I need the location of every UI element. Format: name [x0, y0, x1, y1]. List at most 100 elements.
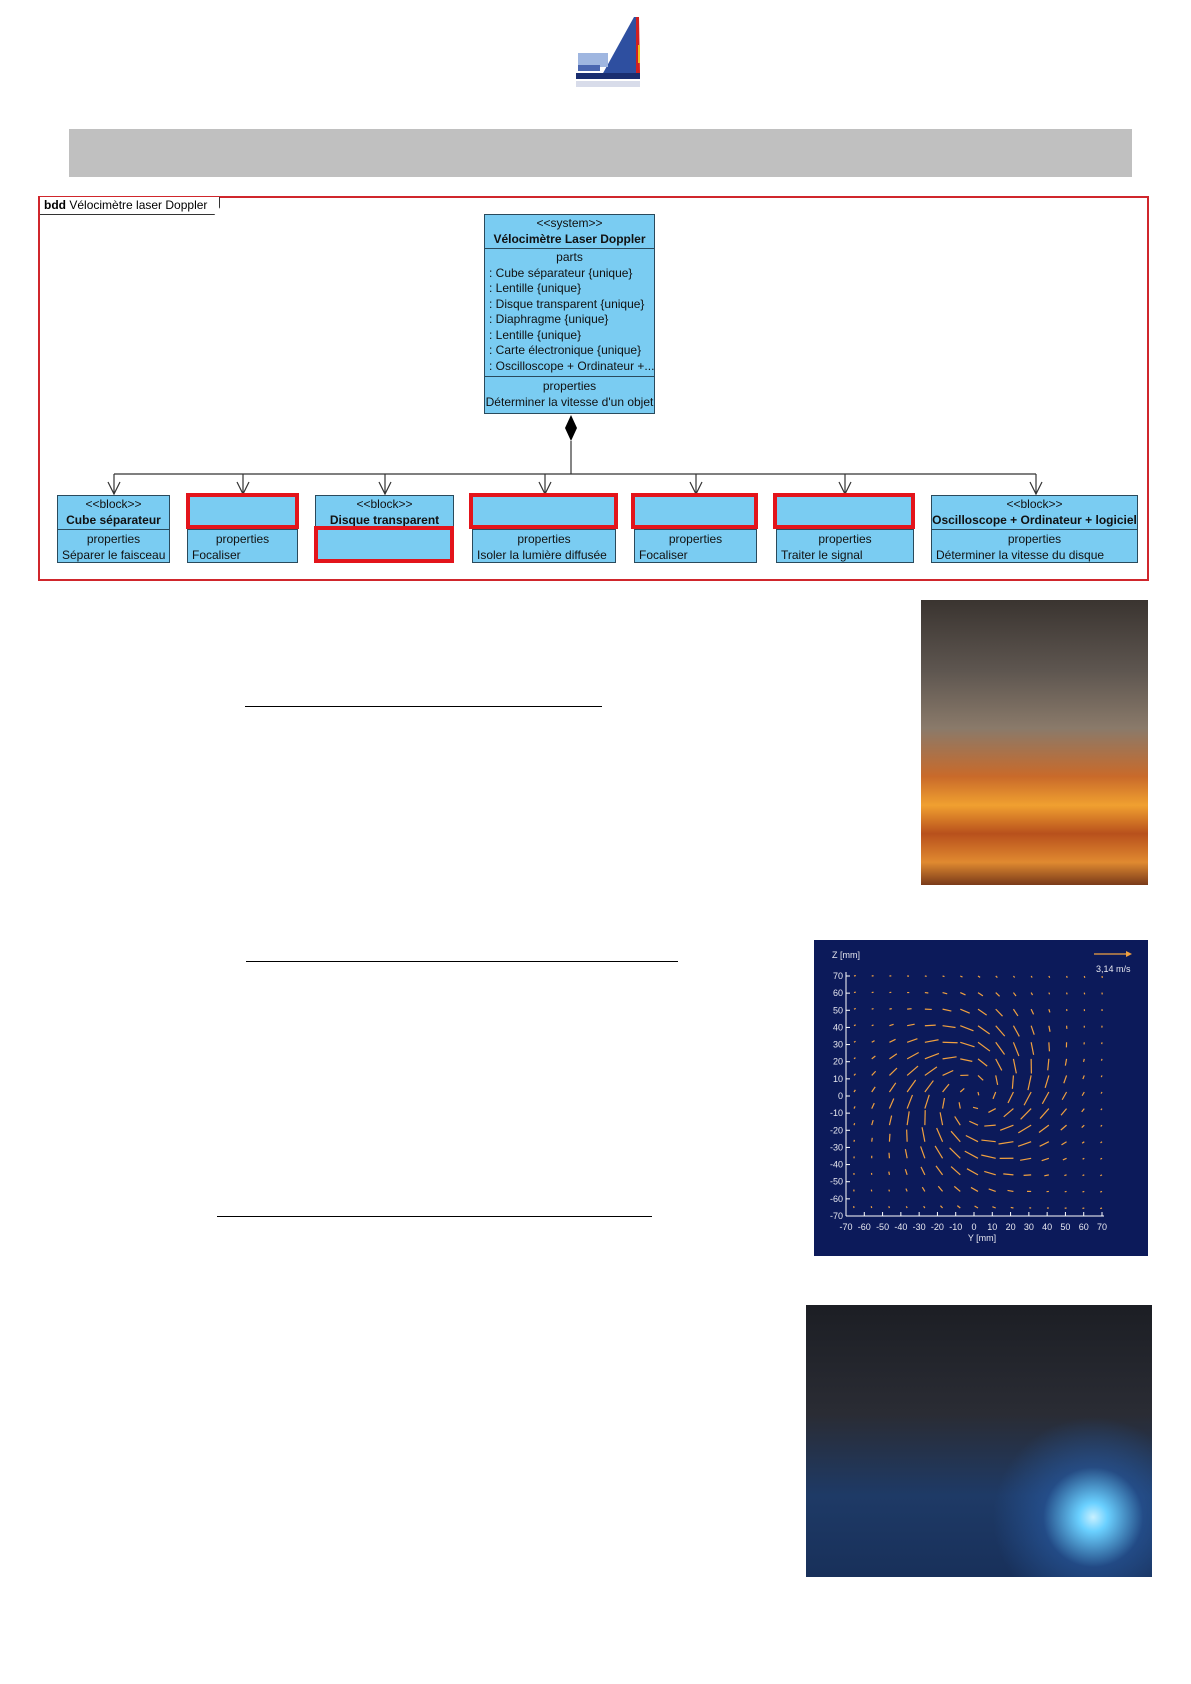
velocity-vector — [1066, 975, 1068, 978]
velocity-vector — [906, 1094, 914, 1109]
answer-line — [246, 961, 678, 962]
part-item: : Lentille {unique} — [489, 281, 582, 295]
block-property: Isoler la lumière diffusée — [477, 547, 607, 562]
velocity-vector — [1047, 1058, 1050, 1071]
z-tick-label: -10 — [830, 1108, 843, 1118]
block-stereotype: <<block>> — [85, 497, 142, 511]
z-tick-label: -60 — [830, 1194, 843, 1204]
velocity-vector — [1020, 1157, 1032, 1161]
z-tick-label: 50 — [833, 1005, 843, 1015]
velocity-vector — [988, 1108, 996, 1113]
y-tick-label: -50 — [876, 1222, 889, 1232]
z-tick-label: -30 — [830, 1142, 843, 1152]
z-tick-label: -70 — [830, 1211, 843, 1221]
velocity-vector — [904, 1168, 908, 1176]
velocity-vector — [920, 1146, 926, 1159]
school-logo — [572, 15, 658, 91]
velocity-vector — [853, 1106, 856, 1109]
block-name: Disque transparent — [329, 512, 440, 527]
velocity-vector — [1082, 1157, 1085, 1160]
velocity-vector — [1060, 1124, 1067, 1131]
velocity-vector — [924, 1039, 939, 1043]
y-tick-label: 60 — [1079, 1222, 1089, 1232]
velocity-vector — [906, 1111, 910, 1126]
velocity-vector — [1012, 1058, 1017, 1074]
velocity-vector — [889, 1008, 892, 1010]
velocity-vector — [1039, 1108, 1050, 1119]
velocity-vector — [1048, 992, 1051, 995]
properties-label: properties — [818, 532, 872, 546]
velocity-vector — [920, 1166, 926, 1176]
velocity-vector — [871, 1119, 874, 1126]
velocity-vector — [942, 1008, 952, 1012]
velocity-vector — [924, 1052, 940, 1060]
velocity-vector — [889, 1038, 896, 1043]
parts-label: parts — [556, 250, 583, 264]
velocity-vector — [1030, 975, 1033, 978]
velocity-vector — [984, 1124, 996, 1127]
velocity-vector — [964, 1150, 979, 1159]
velocity-vector — [1003, 1173, 1014, 1176]
y-tick-label: 30 — [1024, 1222, 1034, 1232]
velocity-vector — [1100, 1190, 1103, 1193]
answer-line — [217, 1216, 652, 1217]
block-stereotype: <<block>> — [356, 497, 413, 511]
velocity-vector — [1082, 1190, 1085, 1193]
bdd-diagram-frame — [38, 196, 1149, 581]
velocity-vector — [1041, 1091, 1050, 1105]
properties-label: properties — [215, 532, 270, 546]
velocity-vector — [1100, 1091, 1103, 1094]
system-block: <<system>> Vélocimètre Laser Doppler par… — [484, 214, 655, 414]
velocity-vector — [1064, 1058, 1068, 1066]
y-tick-label: -10 — [949, 1222, 962, 1232]
velocity-vector — [942, 991, 948, 995]
velocity-vector — [888, 1082, 897, 1093]
block-property: Focaliser — [192, 547, 241, 562]
velocity-vector — [1012, 975, 1016, 978]
velocity-vector — [904, 1149, 908, 1159]
velocity-vector — [1012, 1008, 1019, 1017]
part-item: : Cube séparateur {unique} — [489, 265, 633, 280]
z-tick-label: 10 — [833, 1074, 843, 1084]
system-name: Vélocimètre Laser Doppler — [493, 231, 646, 246]
velocity-vector — [853, 1024, 856, 1027]
y-tick-label: -70 — [839, 1222, 852, 1232]
velocity-vector — [1012, 1042, 1020, 1057]
y-tick-label: 20 — [1006, 1222, 1016, 1232]
blank-highlight — [773, 493, 915, 529]
velocity-vector — [924, 1024, 936, 1027]
velocity-vector — [1081, 1141, 1085, 1144]
velocity-vector — [1044, 1075, 1050, 1089]
part-item: : Oscilloscope + Ordinateur +... — [489, 358, 654, 373]
velocity-vector — [853, 1089, 856, 1093]
velocity-vector — [950, 1166, 961, 1176]
block-stereotype: <<block>> — [1006, 497, 1063, 511]
velocity-vector — [960, 1025, 974, 1032]
velocity-vector — [999, 1124, 1014, 1131]
velocity-vector — [977, 992, 984, 997]
blank-highlight — [314, 526, 454, 563]
velocity-vector — [1017, 1141, 1032, 1147]
velocity-vector — [1063, 1075, 1068, 1084]
velocity-vector — [871, 1007, 874, 1010]
y-tick-label: -60 — [858, 1222, 871, 1232]
velocity-vector — [905, 1206, 908, 1209]
composition-connectors — [107, 415, 1043, 496]
velocity-vector — [995, 975, 998, 978]
velocity-vector — [1030, 1025, 1035, 1035]
velocity-vector — [1082, 1075, 1085, 1080]
velocity-vector — [960, 1041, 975, 1048]
velocity-vector — [889, 1023, 894, 1027]
velocity-vector — [995, 1041, 1006, 1055]
velocity-vector — [871, 1086, 876, 1093]
velocity-vector — [853, 1007, 856, 1010]
velocity-vector — [870, 1206, 873, 1209]
part-item: : Lentille {unique} — [489, 327, 582, 342]
velocity-vector — [906, 1038, 918, 1043]
velocity-vector — [1044, 1174, 1049, 1177]
velocity-vector — [1081, 1091, 1085, 1097]
velocity-vector — [921, 1186, 926, 1192]
velocity-vector — [981, 1139, 996, 1143]
